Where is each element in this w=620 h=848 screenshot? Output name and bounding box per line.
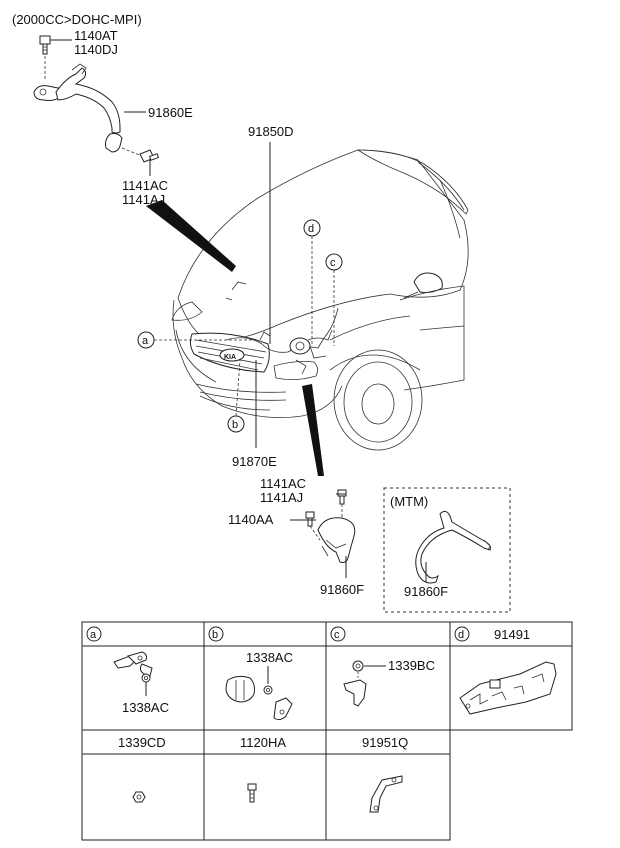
svg-text:c: c (334, 629, 340, 641)
callout-91850d: 91850D (248, 124, 294, 139)
cell-c-callout: 1339BC (388, 658, 435, 673)
svg-text:a: a (142, 335, 149, 347)
marker-a: a (137, 331, 256, 349)
grille-icon: KIA (189, 332, 270, 373)
vehicle-front-illustration: KIA (171, 149, 469, 451)
svg-text:d: d (458, 629, 464, 641)
mtm-label: (MTM) (390, 494, 428, 509)
callout-91860e: 91860E (148, 105, 193, 120)
callout-91870e: 91870E (232, 454, 277, 469)
pointer-wedge (302, 384, 324, 476)
part-1339cd-label: 1339CD (118, 735, 166, 750)
svg-text:b: b (232, 419, 238, 431)
marker-b: b (227, 359, 245, 433)
table-cell-c-header: c (330, 626, 346, 642)
nut-icon (141, 673, 151, 683)
bolt-icon (305, 511, 315, 527)
table-cell-d-header: d 91491 (454, 626, 530, 642)
callout-1140dj: 1140DJ (74, 42, 118, 57)
battery-cable-91860f (290, 489, 356, 578)
engine-variant-note: (2000CC>DOHC-MPI) (12, 12, 142, 27)
svg-text:b: b (212, 629, 218, 641)
cell-b-illustration (225, 675, 293, 721)
callout-1140aa: 1140AA (228, 512, 274, 527)
bolt-icon (337, 489, 347, 505)
svg-text:d: d (308, 223, 314, 235)
cell-a-illustration (113, 651, 153, 696)
table-cell-b-header: b (208, 626, 224, 642)
pointer-wedge (146, 200, 236, 272)
bolt-icon (139, 149, 160, 163)
svg-text:c: c (330, 257, 336, 269)
svg-text:KIA: KIA (224, 354, 236, 361)
parts-table (81, 621, 573, 841)
battery-cable-91860e (33, 35, 160, 176)
nut-icon (263, 685, 273, 695)
bolt-icon (39, 35, 51, 55)
callout-1141ac-bottom: 1141AC (260, 476, 306, 491)
callout-91860f: 91860F (320, 582, 364, 597)
cell-d-illustration (459, 661, 557, 715)
marker-c: c (325, 253, 343, 346)
marker-d: d (303, 219, 321, 344)
nut-icon (132, 791, 146, 803)
svg-text:a: a (90, 629, 97, 641)
bracket-icon (369, 775, 403, 813)
table-cell-a-header: a (86, 626, 102, 642)
cell-c-illustration (343, 660, 386, 707)
part-1120ha-label: 1120HA (240, 735, 286, 750)
mtm-variant-box: (MTM) (383, 487, 511, 613)
callout-1140at: 1140AT (74, 28, 118, 43)
cell-a-callout: 1338AC (122, 700, 169, 715)
battery-icon (289, 337, 311, 355)
wheel-icon (329, 349, 423, 451)
part-91951q-label: 91951Q (362, 735, 408, 750)
callout-mtm-91860f: 91860F (404, 584, 448, 599)
part-91491-label: 91491 (494, 627, 530, 642)
callout-1141ac-top: 1141AC (122, 178, 168, 193)
cell-b-callout: 1338AC (246, 650, 293, 665)
callout-1141aj-bottom: 1141AJ (260, 490, 303, 505)
nut-icon (352, 660, 364, 672)
bolt-icon (247, 783, 257, 803)
